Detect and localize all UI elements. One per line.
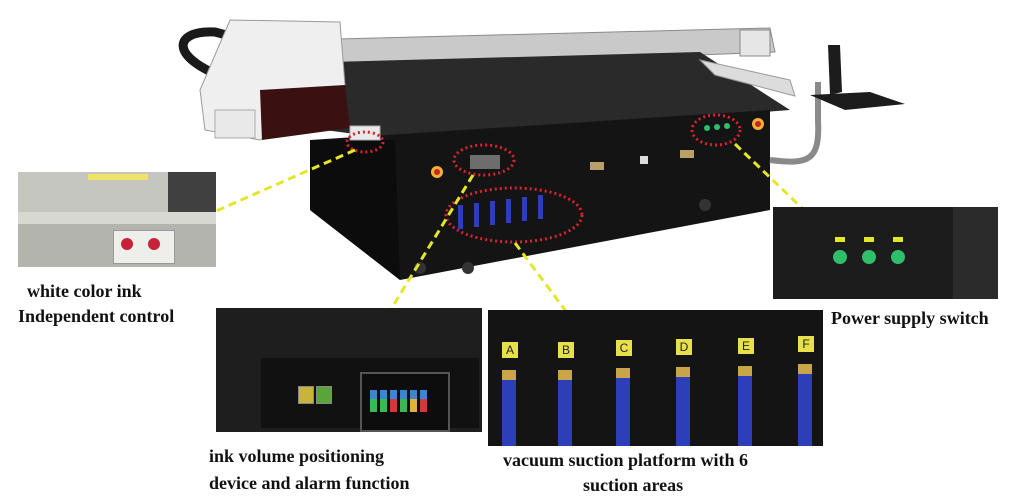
inset-ink-volume-display bbox=[216, 308, 482, 432]
caption-vacuum-line1: vacuum suction platform with 6 bbox=[503, 450, 749, 470]
caption-power-switch: Power supply switch bbox=[831, 308, 989, 328]
valve-label-a: A bbox=[502, 342, 518, 358]
valve-label-b: B bbox=[558, 342, 574, 358]
valve-f bbox=[798, 364, 812, 446]
inset-vacuum-valves: A B C D E F bbox=[488, 310, 823, 446]
valve-a bbox=[502, 370, 516, 446]
callout-circle-white-ink bbox=[345, 130, 385, 154]
caption-ink-volume-line1: ink volume positioning bbox=[209, 446, 385, 466]
callout-arrow-power bbox=[733, 142, 827, 232]
ink-indicator-2 bbox=[316, 386, 332, 404]
inset-power-switch bbox=[773, 207, 998, 299]
callout-arrow-ink-volume bbox=[358, 174, 475, 361]
white-ink-button-1 bbox=[121, 238, 133, 250]
caption-white-ink-line2: Independent control bbox=[18, 306, 175, 326]
caption-ink-volume-line2: device and alarm function bbox=[209, 473, 410, 493]
monitor-arm bbox=[769, 82, 822, 165]
caption-vacuum-line2: suction areas bbox=[583, 475, 684, 495]
valve-d bbox=[676, 367, 690, 446]
callout-circle-vacuum bbox=[444, 186, 584, 244]
valve-label-e: E bbox=[738, 338, 754, 354]
valve-label-c: C bbox=[616, 340, 632, 356]
ink-level-screen bbox=[360, 372, 450, 432]
monitor-tray bbox=[810, 92, 905, 110]
valve-e bbox=[738, 366, 752, 446]
inset-white-ink-control bbox=[18, 172, 216, 267]
callout-arrow-vacuum bbox=[513, 242, 582, 331]
power-switch-1 bbox=[833, 250, 847, 264]
callout-circle-power bbox=[690, 113, 742, 147]
valve-label-f: F bbox=[798, 336, 814, 352]
white-ink-button-2 bbox=[148, 238, 160, 250]
power-switch-3 bbox=[891, 250, 905, 264]
ink-indicator-1 bbox=[298, 386, 314, 404]
valve-c bbox=[616, 368, 630, 446]
valve-label-d: D bbox=[676, 339, 692, 355]
valve-b bbox=[558, 370, 572, 446]
cabinet-valves bbox=[458, 195, 543, 229]
power-switch-2 bbox=[862, 250, 876, 264]
caption-white-ink-line1: white color ink bbox=[27, 281, 142, 301]
callout-circle-ink-volume bbox=[452, 143, 516, 177]
